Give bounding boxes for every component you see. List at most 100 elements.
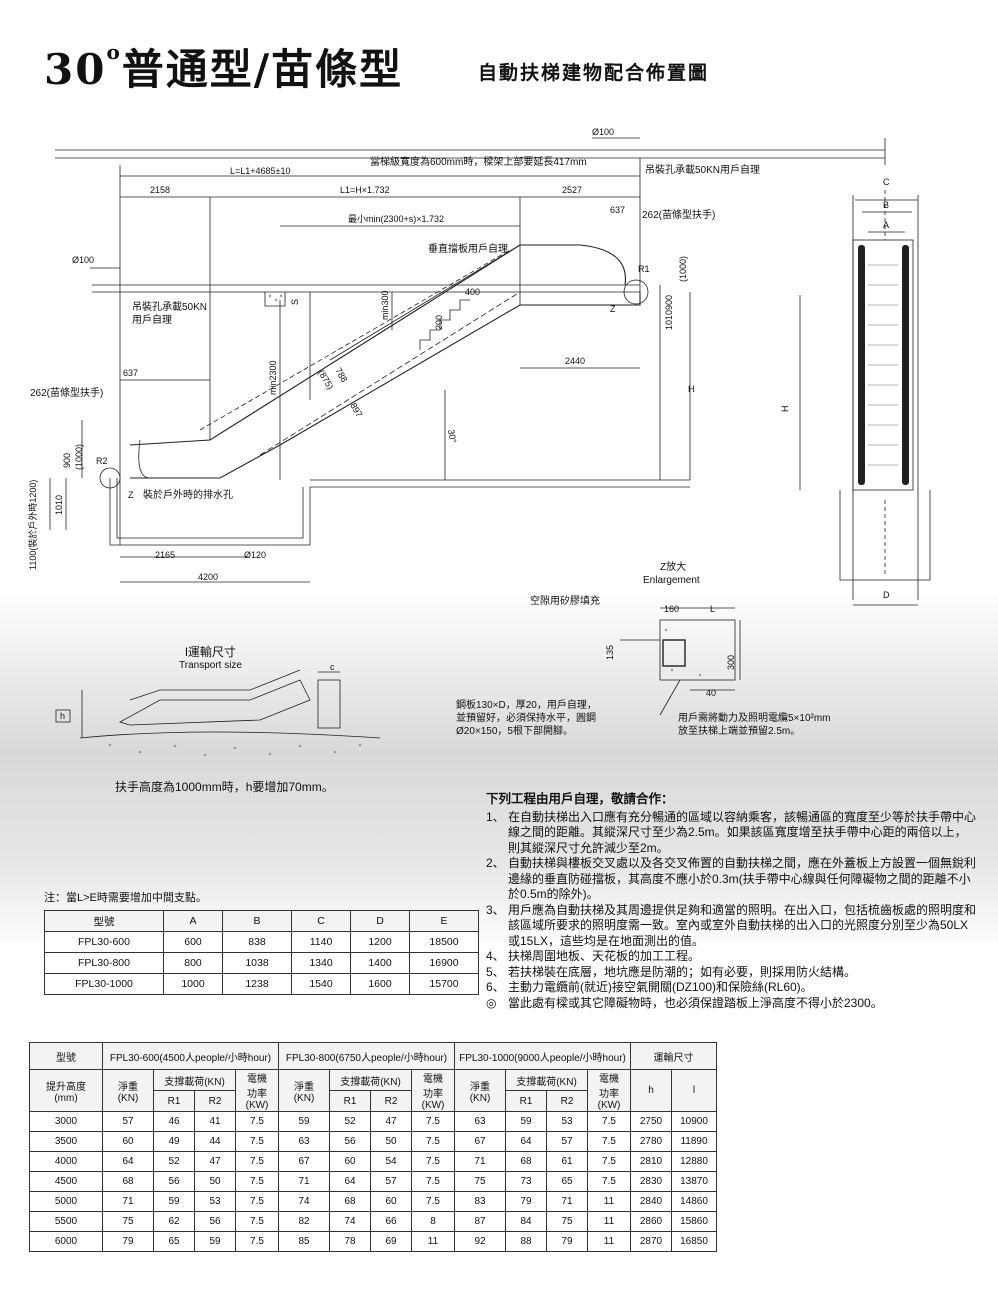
table-cell: 7.5: [235, 1111, 279, 1132]
table-cell: 56: [153, 1171, 195, 1192]
table-cell: 11: [411, 1231, 455, 1252]
table-cell: 61: [546, 1151, 588, 1172]
notes-heading: 下列工程由用戶自理，敬請合作：: [486, 792, 674, 806]
table-cell: 3500: [29, 1131, 103, 1152]
table-cell: 73: [505, 1171, 547, 1192]
table-cell: 65: [546, 1171, 588, 1192]
dim-1010-left: 1010: [54, 495, 64, 515]
table-cell: 7.5: [587, 1111, 631, 1132]
table-cell: 7.5: [411, 1131, 455, 1152]
dim-400: 400: [465, 287, 480, 297]
table-cell: 83: [454, 1191, 506, 1212]
table-cell: 13870: [671, 1171, 717, 1192]
dim-637-top: 637: [610, 205, 625, 215]
table-cell: 47: [194, 1151, 236, 1172]
note-item: 5、若扶梯裝在底層，地坑應是防潮的；如有必要，則採用防火結構。: [486, 964, 857, 979]
table-cell: 56: [194, 1211, 236, 1232]
table-cell: 82: [278, 1211, 330, 1232]
table-cell: 64: [102, 1151, 154, 1172]
table-cell: 53: [194, 1191, 236, 1212]
table-cell: 92: [454, 1231, 506, 1252]
transport-label-c: c: [330, 662, 335, 672]
table-cell: 60: [329, 1151, 371, 1172]
note-item: 3、用戶應為自動扶梯及其周邊提供足夠和適當的照明。在出入口，包括梳齒板處的照明度…: [486, 902, 977, 948]
note-item: 4、扶梯周圍地板、天花板的加工工程。: [486, 949, 701, 963]
hook-note-top: 吊裝孔承載50KN用戶自理: [645, 163, 760, 176]
table-cell: 5000: [29, 1191, 103, 1212]
dim-min2300: min2300: [268, 360, 278, 395]
table-cell: 6000: [29, 1231, 103, 1252]
dim-135: 135: [605, 645, 615, 660]
table-cell: 74: [278, 1191, 330, 1212]
label-a: A: [883, 220, 889, 230]
dim-200: 200: [434, 315, 444, 330]
enlargement-title-en: Enlargement: [643, 575, 700, 586]
table-cell: 7.5: [587, 1171, 631, 1192]
dim-900-left: 900: [62, 453, 72, 468]
table-cell: 7.5: [411, 1191, 455, 1212]
dim-4200: 4200: [198, 572, 218, 582]
table-subheader-row: 提升高度(mm) 淨重(KN) 支撐載荷(KN) 電機功率(KW) 淨重(KN)…: [29, 1069, 717, 1112]
enlargement-title: Z放大: [660, 560, 686, 573]
dim-total-length: L=L1+4685±10: [230, 166, 291, 176]
dim-l1: L1=H×1.732: [340, 185, 390, 195]
table-cell: 16850: [671, 1231, 717, 1252]
dim-2527: 2527: [562, 185, 582, 195]
table-cell: 68: [505, 1151, 547, 1172]
table-cell: 11: [587, 1191, 631, 1212]
dim-outdoor-1100: 1100(裝於戶外時1200): [27, 480, 38, 570]
dim-min-length: 最小min(2300+s)×1.732: [348, 214, 444, 224]
table-cell: 14860: [671, 1191, 717, 1212]
table-group-row: 型號 FPL30-600(4500人people/小時hour) FPL30-8…: [29, 1042, 717, 1070]
table-cell: 71: [278, 1171, 330, 1192]
table-cell: 79: [102, 1231, 154, 1252]
note-item: 2、自動扶梯與樓板交叉處以及各交叉佈置的自動扶梯之間，應在外蓋板上方設置一個無銳…: [486, 856, 977, 901]
table-cell: 84: [505, 1211, 547, 1232]
table-cell: 71: [546, 1191, 588, 1212]
table-cell: 44: [194, 1131, 236, 1152]
label-h-right: H: [688, 384, 695, 394]
table-cell: 67: [278, 1151, 330, 1172]
customer-notes: 下列工程由用戶自理，敬請合作： 1、在自動扶梯出入口應有充分暢通的區域以容納乘客…: [486, 792, 976, 1011]
table-cell: 69: [370, 1231, 412, 1252]
transport-title: l運輸尺寸 Transport size: [179, 645, 242, 671]
table-cell: 88: [505, 1231, 547, 1252]
cable-note-1: 用戶需將動力及照明電纜5×10²mm: [678, 711, 831, 724]
cable-note-2: 放至扶梯上端並預留2.5m。: [678, 724, 800, 737]
page-subtitle: 自動扶梯建物配合佈置圖: [478, 62, 710, 84]
table-cell: 68: [329, 1191, 371, 1212]
table-cell: 57: [102, 1111, 154, 1132]
plate-note-3: Ø20×150，5根下部開腳。: [456, 724, 573, 737]
note-item: 6、主動力電纜前(就近)接空氣開關(DZ100)和保險絲(RL60)。: [486, 980, 813, 994]
label-s: S: [290, 299, 300, 305]
table-cell: 68: [102, 1171, 154, 1192]
dim-2165: 2165: [155, 550, 175, 560]
plate-note-1: 鋼板130×D，厚20，用戶自理，: [456, 698, 597, 711]
baffle-note: 垂直擋板用戶自理: [428, 242, 508, 255]
dim-2158: 2158: [150, 185, 170, 195]
table-cell: 7.5: [235, 1131, 279, 1152]
table-cell: 59: [153, 1191, 195, 1212]
table-header-row: 型號 A B C D E: [44, 910, 479, 932]
table-cell: 2810: [630, 1151, 672, 1172]
table-cell: 11890: [671, 1131, 717, 1152]
dim-900-right: 900: [664, 295, 674, 310]
dim-d120: Ø120: [244, 550, 266, 560]
table-cell: 64: [329, 1171, 371, 1192]
table-cell: 15860: [671, 1211, 717, 1232]
table-cell: 12880: [671, 1151, 717, 1172]
table-cell: 56: [329, 1131, 371, 1152]
dim-d100-left: Ø100: [72, 255, 94, 265]
page-title: 30o普通型/苗條型: [44, 40, 404, 94]
table-cell: 2780: [630, 1131, 672, 1152]
table-cell: 5500: [29, 1211, 103, 1232]
dim-1000-right: (1000): [678, 256, 688, 282]
dim-897: 897: [348, 401, 364, 419]
